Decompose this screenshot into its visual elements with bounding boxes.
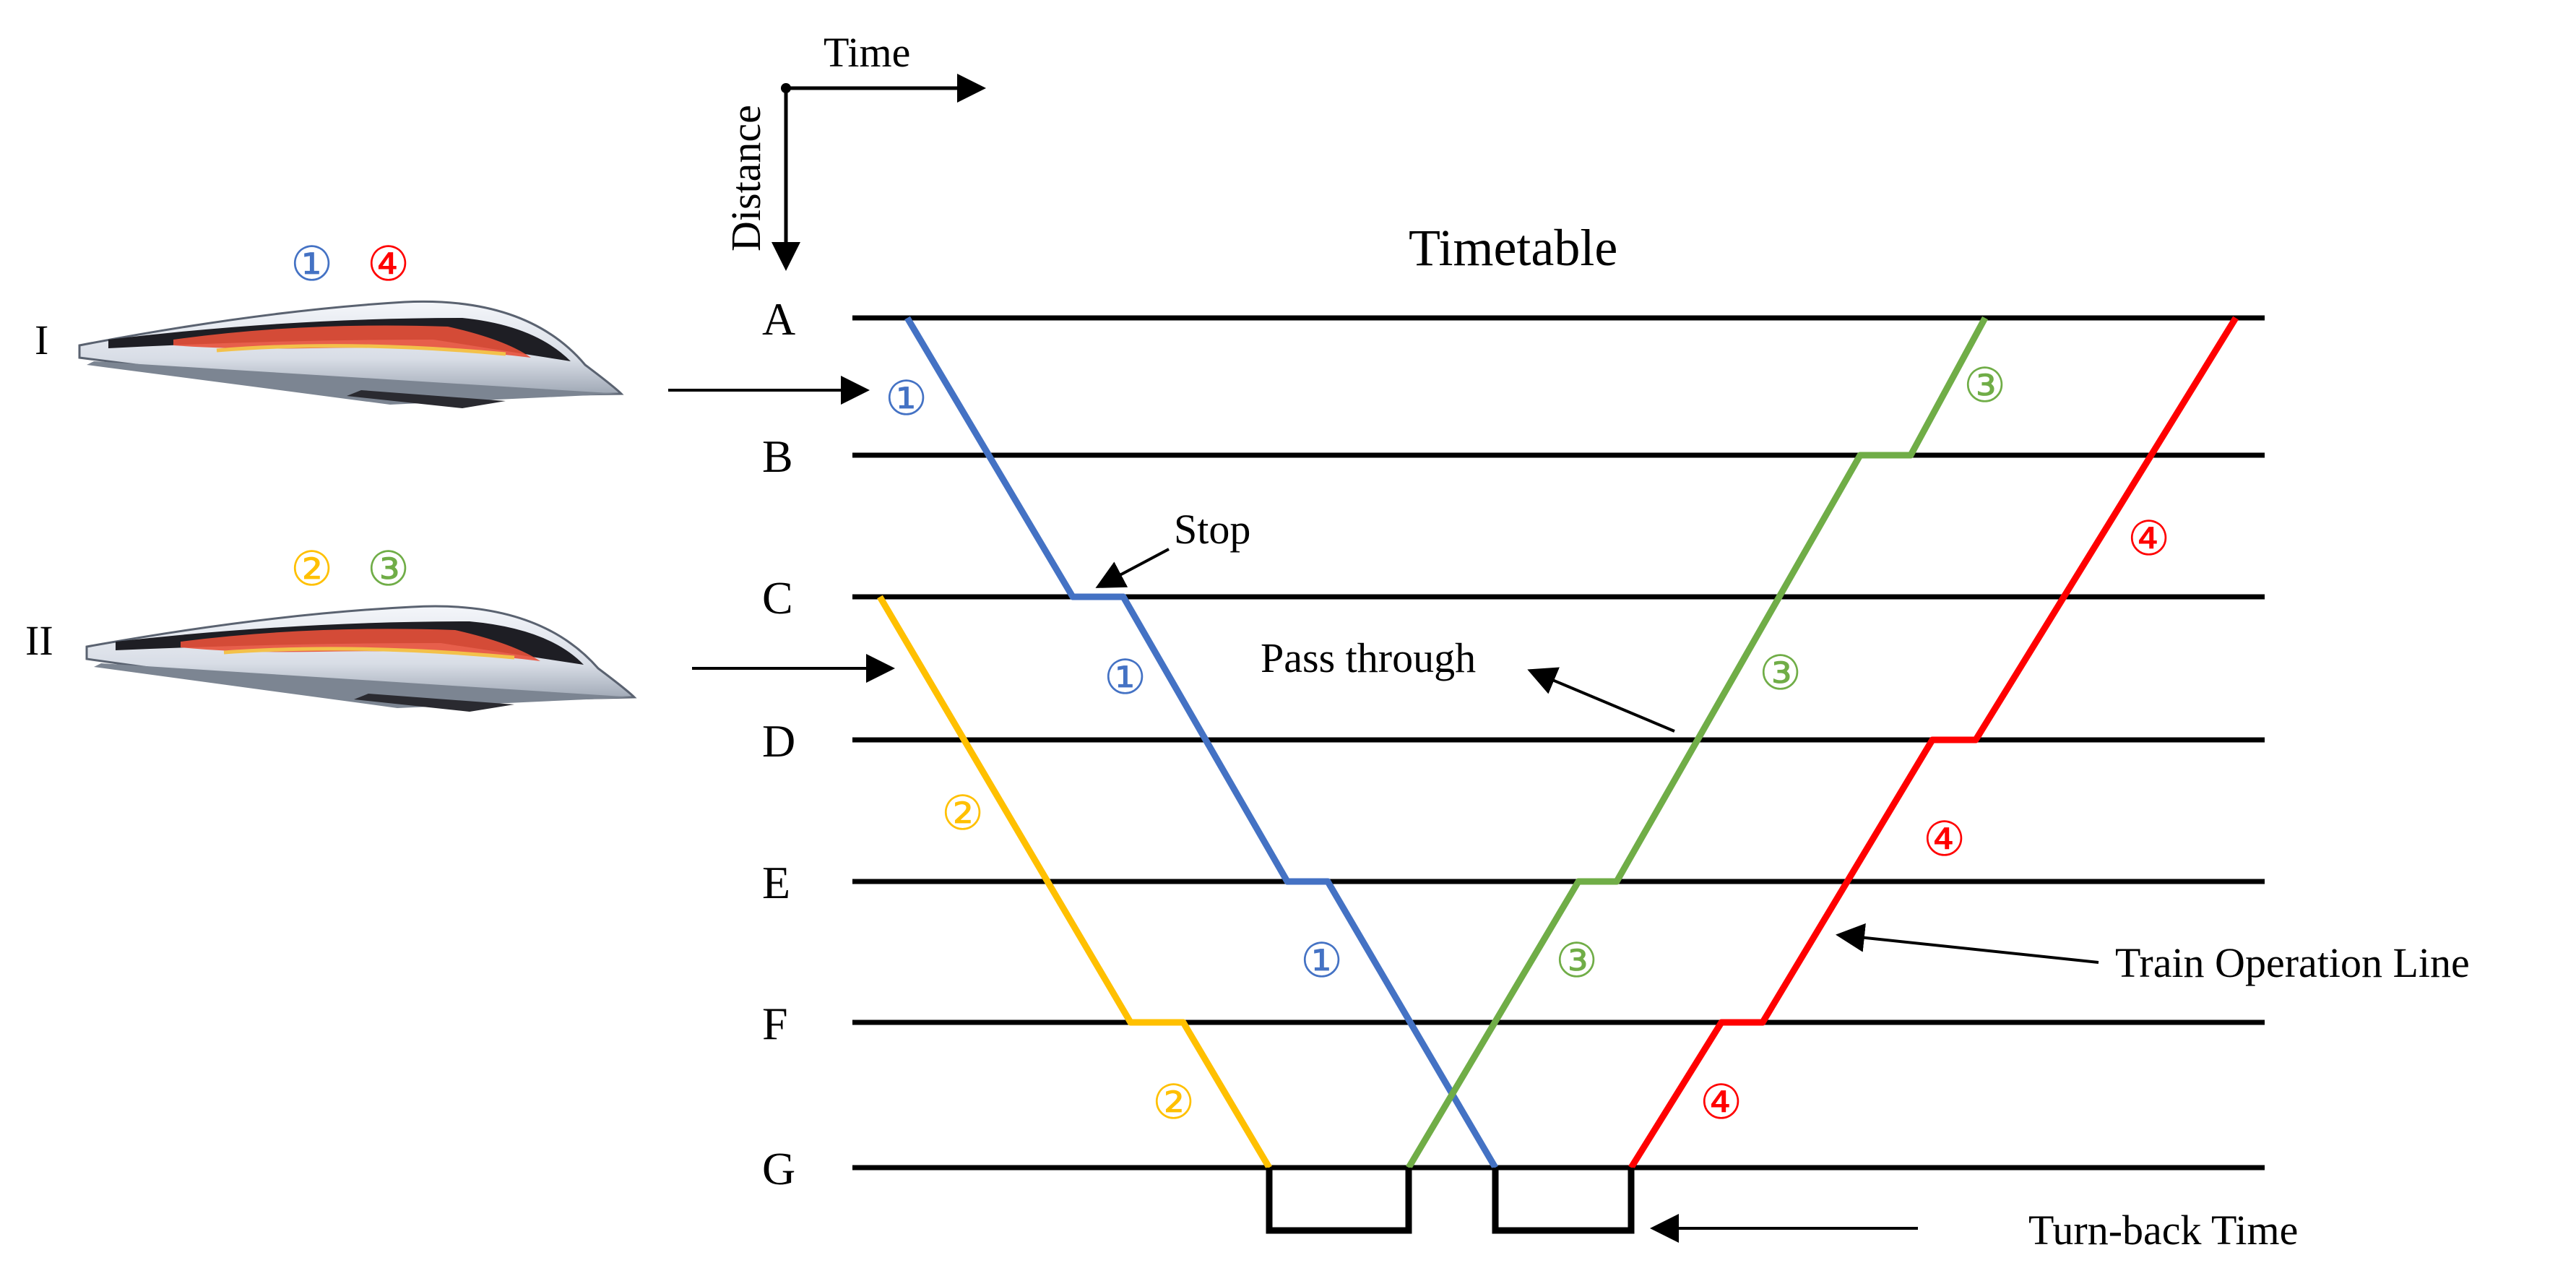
line-1-marker-2: ① [1104, 650, 1146, 705]
line-2-marker-2: ② [1152, 1074, 1195, 1130]
train-2-line-2-marker: ② [290, 541, 333, 597]
time-axis-label: Time [824, 29, 910, 76]
turn-back-bracket-1 [1266, 1168, 1412, 1234]
train-1-line-4-marker: ④ [367, 236, 410, 292]
train-operation-line-arrow [1836, 923, 2099, 964]
line-3-marker-1: ③ [1963, 358, 2006, 413]
operation-line-1 [904, 316, 1498, 1170]
operation-lines [877, 316, 2239, 1170]
distance-axis-label: Distance [722, 105, 769, 251]
station-label-e: E [762, 857, 790, 908]
line-markers: ① ① ① ② ② ③ ③ ③ ④ ④ ④ [885, 358, 2170, 1130]
train-1-label: I [35, 316, 48, 363]
timetable-title: Timetable [1409, 219, 1617, 277]
station-label-g: G [762, 1143, 795, 1194]
operation-line-3 [1406, 316, 1988, 1170]
line-4-marker-3: ④ [1700, 1074, 1742, 1130]
stop-arrow [1095, 548, 1170, 588]
turn-back-time-label: Turn-back Time [2028, 1207, 2298, 1254]
pass-through-arrow [1527, 667, 1675, 733]
pass-through-label: Pass through [1261, 634, 1476, 681]
line-4-marker-2: ④ [1923, 811, 1966, 867]
train-2-label: II [25, 617, 53, 664]
line-1-marker-1: ① [885, 371, 928, 426]
axes-indicator: Time Distance [722, 29, 986, 271]
operation-line-2 [877, 595, 1272, 1170]
station-label-f: F [762, 998, 788, 1049]
stop-label: Stop [1174, 506, 1250, 553]
train-group-1: I ① ④ [35, 236, 870, 408]
station-lines [852, 315, 2265, 1171]
line-3-marker-2: ③ [1759, 645, 1802, 701]
station-label-a: A [762, 293, 795, 345]
line-3-marker-3: ③ [1555, 933, 1598, 988]
turn-back-brackets [1266, 1168, 1635, 1234]
line-2-marker-1: ② [941, 785, 984, 841]
turn-back-bracket-2 [1492, 1168, 1635, 1234]
train-1-line-1-marker: ① [290, 236, 333, 292]
train-group-2: II ② ③ [25, 541, 895, 712]
station-label-b: B [762, 431, 793, 482]
station-label-c: C [762, 572, 793, 624]
station-labels: A B C D E F G [762, 293, 795, 1194]
train-operation-line-label: Train Operation Line [2115, 939, 2470, 986]
line-4-marker-1: ④ [2127, 511, 2170, 566]
annotations: Stop Pass through Train Operation Line T… [1095, 506, 2470, 1254]
line-1-marker-3: ① [1300, 933, 1343, 988]
operation-line-4 [1628, 316, 2239, 1170]
train-1-image [78, 300, 624, 408]
station-label-d: D [762, 715, 795, 767]
train-2-line-3-marker: ③ [367, 541, 410, 597]
train-2-image [85, 605, 637, 712]
